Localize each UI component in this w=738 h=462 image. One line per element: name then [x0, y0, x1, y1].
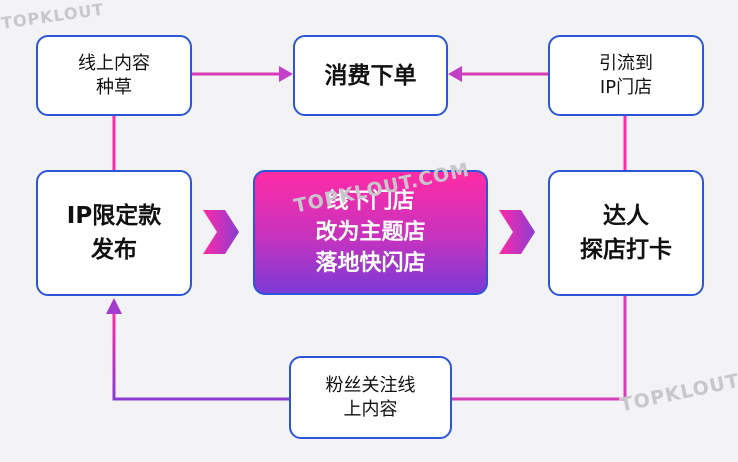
- node-ip-limited-release: IP限定款 发布: [36, 170, 192, 296]
- arrowhead-mid-left-bottom: [106, 298, 122, 314]
- node-drive-to-ip-store-line2: IP门店: [599, 76, 653, 98]
- arrowhead-top-center-right: [448, 66, 462, 82]
- node-offline-theme-store: 线下门店 改为主题店 落地快闪店: [253, 170, 488, 295]
- node-drive-to-ip-store: 引流到 IP门店: [548, 35, 704, 116]
- connector-right-to-bottom: [452, 296, 627, 401]
- chevron-arrow-left: [203, 210, 239, 254]
- node-offline-theme-store-line1: 线下门店: [326, 189, 415, 214]
- node-drive-to-ip-store-line1: 引流到: [599, 52, 653, 74]
- node-online-seeding-line1: 线上内容: [78, 52, 150, 74]
- node-offline-theme-store-line2: 改为主题店: [315, 220, 426, 245]
- node-influencer-visit: 达人 探店打卡: [548, 170, 704, 296]
- node-influencer-visit-line1: 达人: [603, 203, 649, 229]
- node-fans-follow-online-line2: 上内容: [343, 398, 398, 420]
- node-fans-follow-online: 粉丝关注线 上内容: [289, 356, 452, 439]
- connector-bottom-to-left: [112, 312, 289, 401]
- arrowhead-top-center-left: [279, 66, 293, 82]
- node-online-seeding: 线上内容 种草: [36, 35, 192, 116]
- node-purchase-order: 消费下单: [293, 35, 448, 116]
- node-online-seeding-line2: 种草: [96, 76, 132, 98]
- node-purchase-order-label: 消费下单: [324, 62, 417, 89]
- node-ip-limited-release-line1: IP限定款: [66, 203, 162, 229]
- node-offline-theme-store-line3: 落地快闪店: [315, 251, 426, 276]
- node-ip-limited-release-line2: 发布: [91, 237, 137, 263]
- chevron-arrow-right: [499, 210, 535, 254]
- node-fans-follow-online-line1: 粉丝关注线: [325, 374, 416, 396]
- node-influencer-visit-line2: 探店打卡: [580, 237, 672, 263]
